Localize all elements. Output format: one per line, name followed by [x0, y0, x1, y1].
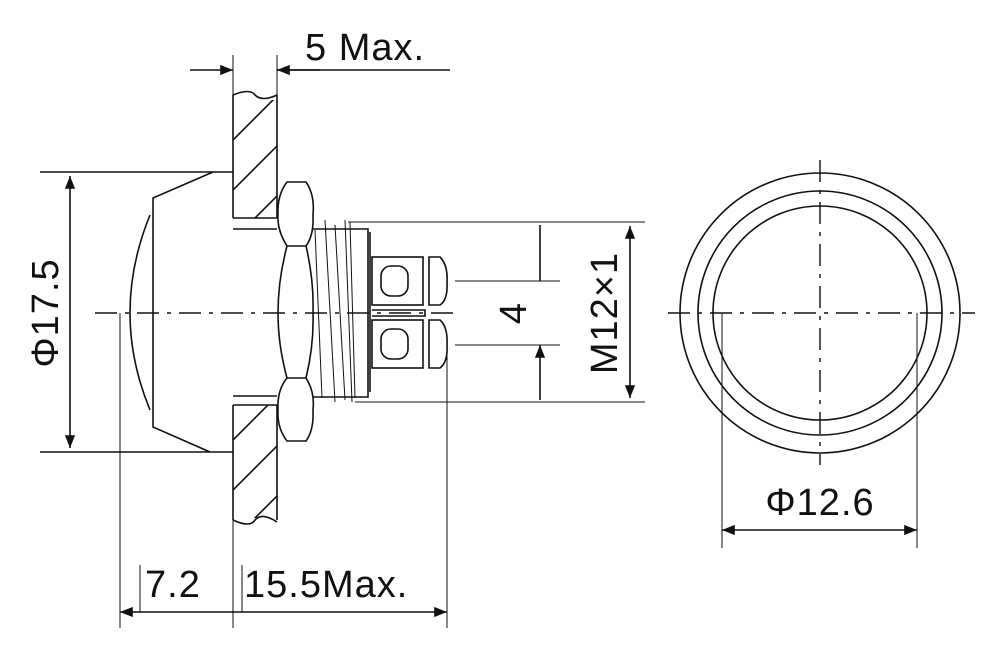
body-length-label: 15.5Max. [244, 564, 408, 606]
terminals [371, 256, 448, 369]
side-view [40, 90, 460, 525]
nut [277, 181, 315, 442]
cap-diameter-label: Φ17.5 [25, 258, 67, 367]
thread-label: M12×1 [584, 252, 626, 374]
front-diameter-label: Φ12.6 [765, 482, 874, 524]
threaded-bushing [313, 219, 371, 403]
front-view: Φ12.6 [668, 160, 975, 548]
cap [40, 171, 233, 453]
panel [232, 90, 278, 525]
dimensions: 5 Max. Φ17.5 7.2 15.5Max. 4 M12×1 [25, 27, 645, 628]
terminal-spacing-label: 4 [493, 302, 535, 324]
panel-thickness-label: 5 Max. [305, 27, 425, 69]
cap-height-label: 7.2 [145, 564, 201, 606]
